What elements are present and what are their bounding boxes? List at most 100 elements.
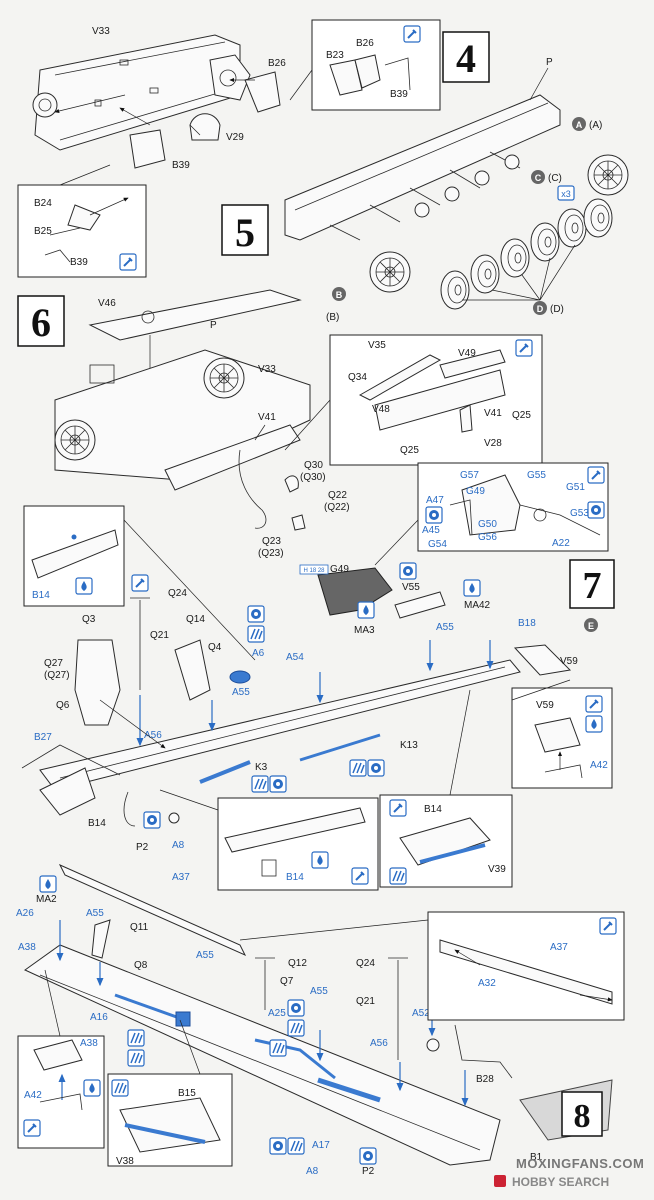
label-v38: V38 (116, 1156, 134, 1167)
cement-icon (23, 1119, 41, 1137)
label-a26: A26 (16, 908, 34, 919)
part-q3 (74, 639, 121, 726)
paint-icon (269, 775, 287, 793)
label-a55-s8-a: A55 (86, 908, 104, 919)
label-a38: A38 (18, 942, 36, 953)
part-b14 (39, 767, 96, 816)
step-7-number: 7 (583, 565, 602, 607)
step-8: A37 MA2 A26 A38 A55 Q11 Q8 A55 Q12 Q7 A5… (16, 863, 625, 1177)
label-q11: Q11 (130, 922, 149, 933)
cement-icon (389, 799, 407, 817)
part-a16-tank (175, 1011, 191, 1027)
paint-pattern-icon (247, 625, 265, 643)
label-g57: G57 (460, 470, 479, 481)
paint-pattern-icon (127, 1049, 145, 1067)
label-v28: V28 (484, 438, 502, 449)
label-v59-callout: V59 (536, 700, 554, 711)
label-q27-paren: (Q27) (44, 670, 70, 681)
label-g49-callout: G49 (466, 486, 485, 497)
part-q14 (174, 639, 211, 701)
label-b14-main: B14 (88, 818, 106, 829)
badge-a (572, 117, 586, 131)
cement-icon (131, 574, 149, 592)
label-a42-callout: A42 (590, 760, 608, 771)
label-v33-step6: V33 (258, 364, 276, 375)
label-a52: A52 (412, 1008, 430, 1019)
label-a-paren: (A) (589, 120, 602, 131)
label-g53: G53 (570, 508, 589, 519)
hobby-search-logo (494, 1175, 506, 1187)
label-q14: Q14 (186, 614, 205, 625)
glue-icon (463, 579, 481, 597)
label-v55: V55 (402, 582, 420, 593)
sprocket-b (369, 251, 411, 293)
part-a6 (229, 670, 251, 684)
label-d-paren: (D) (550, 304, 564, 315)
label-q8: Q8 (134, 960, 148, 971)
label-q24: Q24 (168, 588, 187, 599)
label-a32: A32 (478, 978, 496, 989)
label-q3: Q3 (82, 614, 96, 625)
label-v41: V41 (258, 412, 276, 423)
idler-a (587, 154, 629, 196)
label-b25: B25 (34, 226, 52, 237)
label-b14-left: B14 (32, 590, 50, 601)
svg-text:E: E (588, 621, 594, 631)
paint-icon (359, 1147, 377, 1165)
part-a37-top (58, 863, 247, 957)
label-q4: Q4 (208, 642, 222, 653)
label-b14-right: B14 (424, 804, 442, 815)
part-b26 (244, 71, 281, 113)
cement-icon (599, 917, 617, 935)
step-8-number: 8 (574, 1098, 591, 1135)
part-b39 (129, 129, 166, 169)
label-q7: Q7 (280, 976, 294, 987)
label-q30-paren: (Q30) (300, 472, 326, 483)
cement-icon (119, 253, 137, 271)
paint-icon (425, 506, 443, 524)
step-7: G57 G55 G51 A47 G49 G53 G50 A45 G54 G56 … (21, 462, 615, 891)
step-6-number: 6 (31, 300, 51, 345)
label-b18: B18 (518, 618, 536, 629)
label-p-step6: P (210, 320, 217, 331)
svg-text:D: D (537, 304, 544, 314)
label-g56: G56 (478, 532, 497, 543)
step-4-box (442, 31, 490, 83)
paint-pattern-icon (111, 1079, 129, 1097)
label-a37: A37 (172, 872, 190, 883)
label-q6: Q6 (56, 700, 70, 711)
paint-pattern-icon (287, 1019, 305, 1037)
label-a54: A54 (286, 652, 304, 663)
step-8-box (561, 1091, 603, 1137)
label-a55-s8-c: A55 (310, 986, 328, 997)
label-q21: Q21 (150, 630, 169, 641)
paint-icon (587, 501, 605, 519)
label-ma42: MA42 (464, 600, 491, 611)
label-b-paren: (B) (326, 312, 339, 323)
label-g49: G49 (330, 564, 349, 575)
badge-b (332, 287, 346, 301)
label-a8: A8 (172, 840, 185, 851)
part-v29 (189, 113, 221, 141)
label-p2: P2 (136, 842, 149, 853)
label-b27: B27 (34, 732, 52, 743)
label-a6: A6 (252, 648, 265, 659)
glue-icon (83, 1079, 101, 1097)
cement-icon (351, 867, 369, 885)
paint-pattern-icon (127, 1029, 145, 1047)
label-b28: B28 (476, 1074, 494, 1085)
label-b1: B1 (530, 1152, 543, 1163)
paint-pattern-icon (287, 1137, 305, 1155)
glue-icon (311, 851, 329, 869)
label-p2-s8: P2 (362, 1166, 375, 1177)
cement-icon (587, 466, 605, 484)
label-a56-s8: A56 (370, 1038, 388, 1049)
label-q23: Q23 (262, 536, 281, 547)
step-7-box (569, 559, 615, 609)
svg-text:B: B (336, 290, 343, 300)
label-k13: K13 (400, 740, 418, 751)
label-p-step5: P (546, 57, 553, 68)
svg-text:A: A (576, 120, 583, 130)
label-v48: V48 (372, 404, 390, 415)
